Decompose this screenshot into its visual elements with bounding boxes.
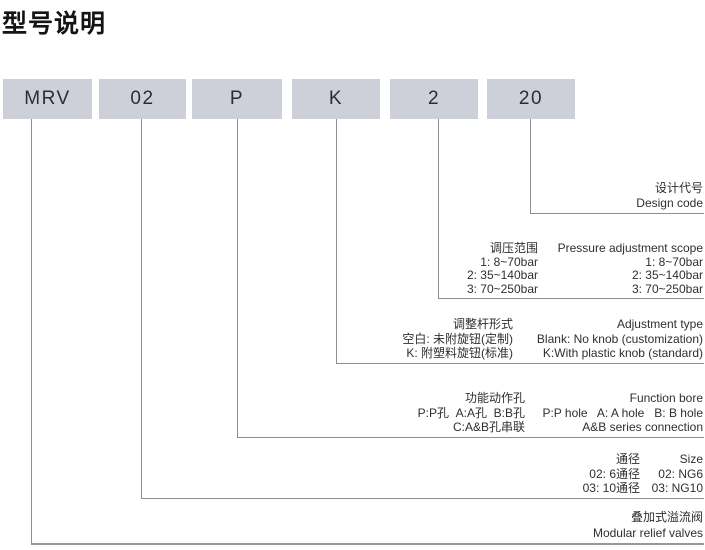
size-header-en: Size	[679, 452, 703, 466]
connector-vline-pressure	[438, 119, 439, 298]
section-adjustment-type: 调整杆形式 Adjustment type 空白: 未附旋钮(定制) Blank…	[333, 317, 703, 361]
pressure-option-1-en: 1: 8~70bar	[645, 254, 703, 269]
connector-vline-knob	[336, 119, 337, 363]
function-bore-option-row: P:P孔 A:A孔 B:B孔 P:P hole A: A hole B: B h…	[355, 406, 703, 421]
section-function-bore: 功能动作孔 Function bore P:P孔 A:A孔 B:B孔 P:P h…	[355, 391, 703, 435]
section-size: 通径 Size 02: 6通径 02: NG6 03: 10通径 03: NG1…	[510, 452, 703, 496]
size-option-03-en: 03: NG10	[651, 481, 703, 495]
connector-hline-pressure	[438, 298, 704, 299]
pressure-option-3-en: 3: 70~250bar	[631, 281, 703, 296]
pressure-option-row: 1: 8~70bar 1: 8~70bar	[408, 254, 703, 270]
model-code-box-design: 20	[487, 79, 575, 119]
model-code-box-size: 02	[99, 79, 186, 119]
connector-vline-size	[141, 119, 142, 498]
size-header-row: 通径 Size	[510, 452, 703, 467]
function-bore-header-zh: 功能动作孔	[464, 391, 525, 405]
function-bore-option-c-zh: C:A&B孔串联	[452, 420, 525, 434]
connector-hline-size	[141, 498, 704, 499]
size-option-02-en: 02: NG6	[658, 466, 703, 481]
connector-hline-product	[31, 543, 704, 545]
pressure-option-row: 3: 70~250bar 3: 70~250bar	[408, 281, 703, 297]
adjustment-option-blank-en: Blank: No knob (customization)	[536, 331, 703, 346]
section-design-code: 设计代号 Design code	[636, 181, 703, 211]
model-code-box-mrv: MRV	[3, 79, 92, 119]
adjustment-option-k-en: K:With plastic knob (standard)	[542, 346, 703, 360]
size-option-03-zh: 03: 10通径	[582, 481, 640, 495]
page-title: 型号说明	[2, 10, 107, 38]
adjustment-header-row: 调整杆形式 Adjustment type	[333, 317, 703, 332]
function-bore-option-row: C:A&B孔串联 A&B series connection	[355, 420, 703, 435]
model-code-box-bore: P	[192, 79, 282, 119]
connector-hline-adjustment	[336, 363, 704, 364]
connector-vline-bore	[237, 119, 238, 437]
function-bore-header-row: 功能动作孔 Function bore	[355, 391, 703, 406]
adjustment-option-row: 空白: 未附旋钮(定制) Blank: No knob (customizati…	[333, 332, 703, 347]
section-product-name: 叠加式溢流阀 Modular relief valves	[593, 510, 703, 541]
connector-vline-mrv	[31, 119, 32, 544]
adjustment-header-zh: 调整杆形式	[452, 317, 513, 331]
product-name-zh: 叠加式溢流阀	[630, 510, 703, 524]
size-header-zh: 通径	[615, 452, 640, 466]
adjustment-option-blank-zh: 空白: 未附旋钮(定制)	[402, 331, 513, 346]
function-bore-option-pab-en: P:P hole A: A hole B: B hole	[542, 405, 703, 420]
design-code-label-zh: 设计代号	[654, 181, 703, 195]
pressure-option-1-zh: 1: 8~70bar	[480, 254, 538, 269]
pressure-header-zh: 调压范围	[489, 241, 538, 255]
size-option-row: 03: 10通径 03: NG10	[510, 481, 703, 496]
pressure-header-en: Pressure adjustment scope	[557, 241, 703, 255]
product-name-en: Modular relief valves	[592, 525, 703, 540]
adjustment-header-en: Adjustment type	[616, 317, 703, 331]
pressure-option-3-zh: 3: 70~250bar	[466, 281, 538, 296]
size-option-02-zh: 02: 6通径	[589, 466, 640, 481]
function-bore-option-pab-zh: P:P孔 A:A孔 B:B孔	[417, 405, 525, 420]
adjustment-option-k-zh: K: 附塑料旋钮(标准)	[406, 346, 513, 360]
pressure-option-2-en: 2: 35~140bar	[631, 268, 703, 282]
pressure-header-row: 调压范围 Pressure adjustment scope	[408, 241, 703, 256]
function-bore-header-en: Function bore	[629, 391, 703, 405]
connector-hline-design-code	[530, 213, 704, 214]
model-code-box-knob: K	[292, 79, 380, 119]
connector-hline-function-bore	[237, 437, 704, 438]
pressure-option-2-zh: 2: 35~140bar	[466, 268, 538, 282]
section-pressure-adjustment-scope: 调压范围 Pressure adjustment scope 1: 8~70ba…	[408, 241, 703, 297]
size-option-row: 02: 6通径 02: NG6	[510, 467, 703, 482]
function-bore-option-c-en: A&B series connection	[582, 420, 703, 434]
adjustment-option-row: K: 附塑料旋钮(标准) K:With plastic knob (standa…	[333, 346, 703, 361]
connector-vline-design	[530, 119, 531, 213]
pressure-option-row: 2: 35~140bar 2: 35~140bar	[408, 268, 703, 283]
design-code-label-en: Design code	[636, 196, 703, 210]
model-code-box-pressure: 2	[390, 79, 478, 119]
